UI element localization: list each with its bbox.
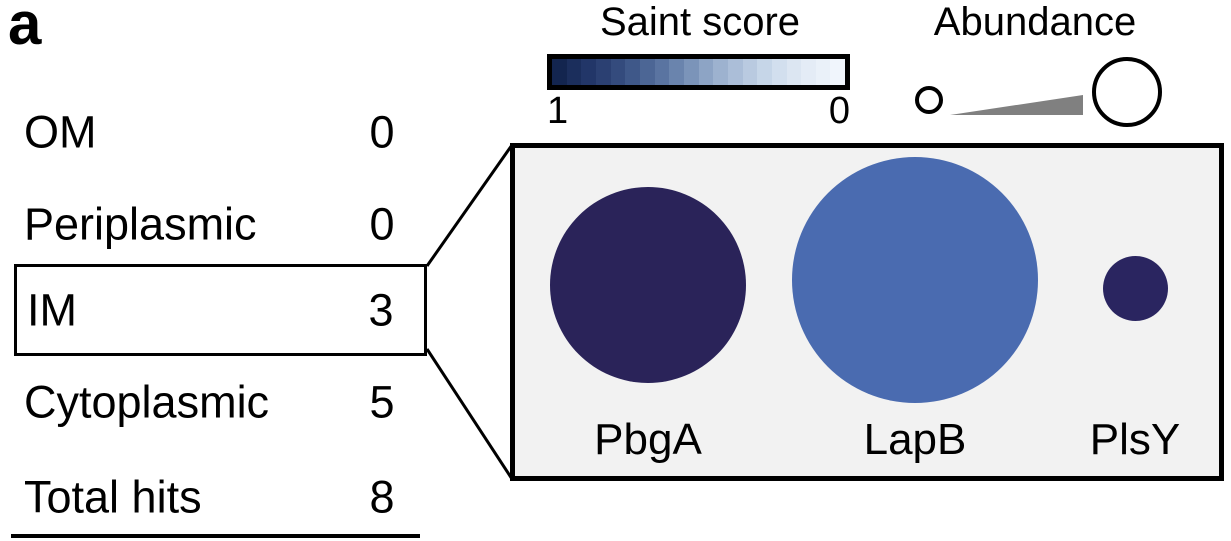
bubble-plsy[interactable] [1102, 255, 1168, 321]
bubble-pbga[interactable] [550, 187, 746, 383]
colorbar-swatch-15 [771, 59, 787, 85]
colorbar-swatch-4 [610, 59, 626, 85]
saint-score-legend: Saint score 1 0 [545, 0, 855, 130]
colorbar-swatch-19 [830, 59, 845, 85]
abundance-wedge-icon [950, 95, 1083, 115]
table-divider-rule [11, 534, 420, 538]
localization-count: 5 [369, 376, 395, 428]
colorbar-swatch-9 [683, 59, 699, 85]
localization-count: 8 [369, 471, 395, 523]
abundance-small-circle-icon [915, 86, 943, 114]
colorbar-swatch-16 [786, 59, 802, 85]
im-hits-bubble-panel: PbgA LapB PlsY [510, 143, 1224, 481]
table-row[interactable]: IM 3 [14, 264, 427, 356]
colorbar-swatch-3 [595, 59, 611, 85]
table-row[interactable]: Periplasmic 0 [0, 178, 440, 270]
abundance-title: Abundance [933, 0, 1137, 44]
bubble-lapb[interactable] [792, 157, 1038, 403]
colorbar-swatch-8 [669, 59, 684, 85]
bubble-label-plsy: PlsY [1089, 415, 1181, 464]
localization-label: Cytoplasmic [24, 376, 270, 428]
colorbar-swatch-0 [552, 59, 567, 85]
colorbar-swatch-18 [815, 59, 831, 85]
saint-score-title: Saint score [599, 0, 801, 44]
table-row[interactable]: Total hits 8 [0, 451, 440, 541]
bubble-label-lapb: LapB [863, 415, 967, 464]
localization-count: 3 [368, 284, 394, 336]
colorbar-swatch-7 [654, 59, 670, 85]
colorbar-swatch-10 [698, 59, 714, 85]
localization-label: Total hits [24, 471, 202, 523]
localization-count: 0 [369, 198, 395, 250]
colorbar-swatch-2 [581, 59, 596, 85]
table-row[interactable]: OM 0 [0, 86, 440, 178]
colorbar-swatch-1 [566, 59, 582, 85]
saint-score-ticks: 1 0 [547, 92, 850, 130]
abundance-legend: Abundance [895, 0, 1175, 127]
colorbar-swatch-5 [625, 59, 640, 85]
colorbar-swatch-6 [639, 59, 655, 85]
colorbar-swatch-13 [742, 59, 758, 85]
localization-label: OM [24, 106, 97, 158]
saint-score-colorbar [547, 54, 850, 90]
localization-label: Periplasmic [24, 198, 257, 250]
table-row[interactable]: Cytoplasmic 5 [0, 356, 440, 448]
abundance-large-circle-icon [1092, 57, 1162, 127]
panel-letter: a [8, 0, 41, 57]
localization-count: 0 [369, 106, 395, 158]
colorbar-swatch-11 [713, 59, 728, 85]
bubble-label-pbga: PbgA [594, 415, 702, 464]
saint-tick-high: 1 [547, 90, 569, 132]
colorbar-swatch-17 [801, 59, 816, 85]
colorbar-swatch-14 [757, 59, 772, 85]
colorbar-swatch-12 [727, 59, 743, 85]
localization-label: IM [27, 284, 77, 336]
saint-tick-low: 0 [828, 90, 850, 132]
